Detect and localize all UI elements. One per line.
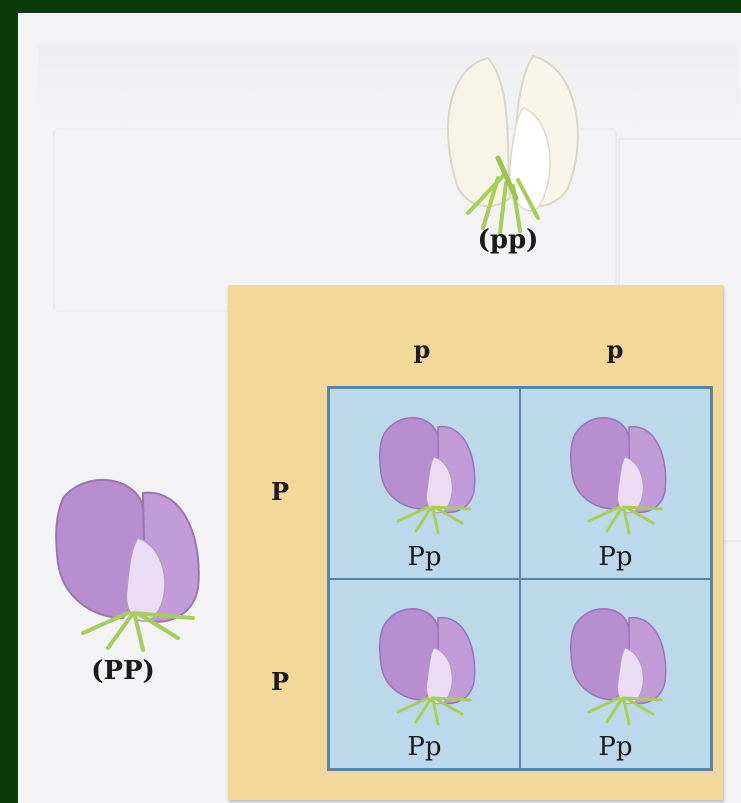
offspring-genotype: Pp [330, 542, 519, 572]
purple-flower-icon [43, 468, 213, 653]
left-parent-genotype: (PP) [68, 656, 178, 686]
purple-flower-icon [372, 409, 482, 539]
purple-flower-icon [563, 600, 673, 730]
punnett-grid: Pp Pp Pp Pp [327, 386, 713, 771]
punnett-cell: Pp [520, 579, 711, 770]
faded-header-band [38, 43, 738, 133]
punnett-square: p p P P Pp Pp Pp [228, 285, 723, 800]
punnett-cell: Pp [329, 388, 520, 579]
purple-flower-icon [372, 600, 482, 730]
offspring-genotype: Pp [521, 542, 710, 572]
offspring-genotype: Pp [521, 732, 710, 762]
row-allele-1: P [260, 477, 300, 506]
textbook-page: (pp) (PP) p p P P Pp Pp [18, 13, 741, 803]
row-allele-2: P [260, 667, 300, 696]
punnett-cell: Pp [329, 579, 520, 770]
top-parent-genotype: (pp) [458, 225, 558, 255]
column-allele-1: p [402, 335, 442, 364]
column-allele-2: p [595, 335, 635, 364]
punnett-cell: Pp [520, 388, 711, 579]
offspring-genotype: Pp [330, 732, 519, 762]
purple-flower-icon [563, 409, 673, 539]
white-flower-icon [428, 48, 593, 238]
